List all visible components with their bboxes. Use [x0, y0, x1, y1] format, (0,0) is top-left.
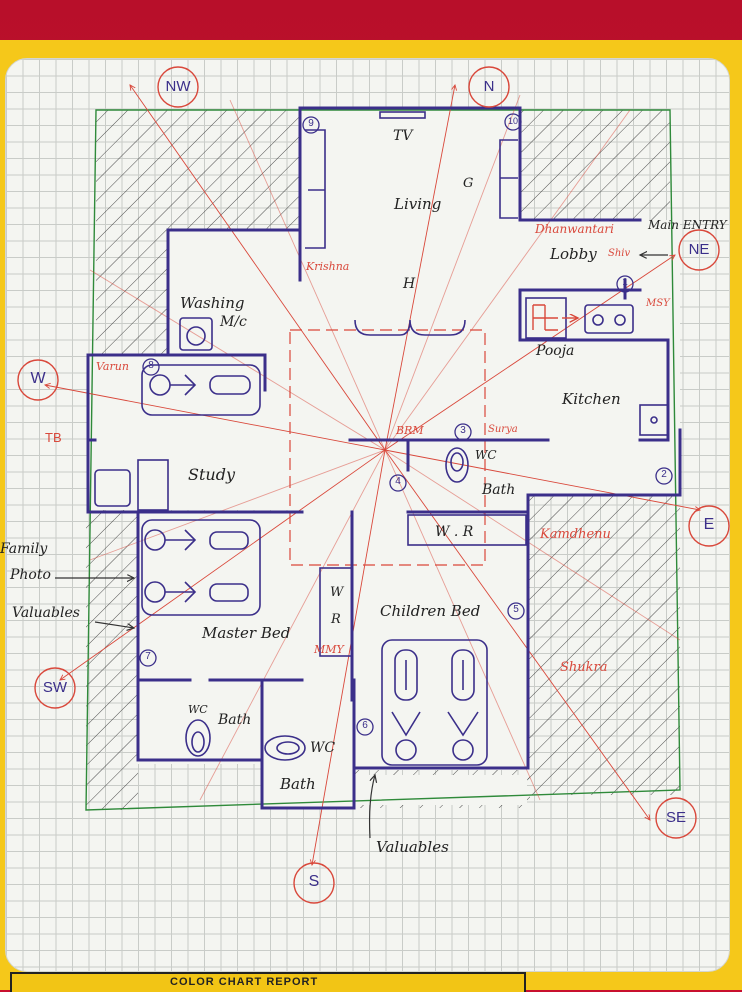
- washing-machine: [179, 317, 213, 351]
- label-wr: W . R: [435, 524, 474, 540]
- label-master-bed: Master Bed: [202, 624, 291, 642]
- label-h: H: [403, 276, 416, 292]
- black-arrows: [55, 255, 668, 839]
- direction-nw: NW: [165, 78, 191, 95]
- label-tv: TV: [393, 128, 413, 144]
- wc-mid-toilet: [264, 735, 306, 761]
- master-bed: [141, 519, 261, 616]
- marker-6: 6: [362, 720, 368, 731]
- marker-1: 1: [622, 277, 628, 288]
- label-varun: Varun: [96, 360, 129, 373]
- label-bath-top: Bath: [482, 482, 516, 498]
- direction-rays: [45, 85, 700, 865]
- pooja-symbol: [532, 304, 558, 331]
- sofa-left: [305, 129, 326, 249]
- label-kamdhenu: Kamdhenu: [540, 527, 611, 542]
- direction-se: SE: [665, 809, 686, 826]
- label-mmy: MMY: [314, 643, 344, 656]
- label-washing: Washing: [180, 294, 245, 312]
- label-shiv: Shiv: [608, 248, 631, 259]
- marker-9: 9: [308, 118, 314, 129]
- kitchen-sink: [639, 404, 669, 436]
- direction-ne: NE: [688, 241, 710, 258]
- marker-10: 10: [507, 116, 518, 126]
- label-shukra: Shukra: [560, 660, 608, 675]
- label-wc-left: WC: [188, 703, 208, 716]
- direction-circles: [17, 66, 730, 904]
- walls: [86, 106, 682, 810]
- stove: [584, 304, 634, 334]
- label-surya: Surya: [488, 424, 518, 435]
- label-photo: Photo: [10, 567, 51, 583]
- marker-4: 4: [395, 476, 401, 487]
- plot-boundary: [85, 109, 681, 811]
- label-washing-mc: M/c: [220, 314, 247, 330]
- marker-2: 2: [661, 469, 667, 480]
- sofa-right: [499, 139, 518, 219]
- room-fills: [88, 110, 680, 808]
- wc-left-toilet: [185, 719, 211, 757]
- label-g: G: [463, 176, 474, 191]
- label-dhanvantari: Dhanwantari: [535, 222, 614, 236]
- study-chair: [94, 469, 131, 507]
- label-krishna: Krishna: [306, 260, 350, 273]
- label-brm: BRM: [396, 424, 424, 437]
- label-pooja: Pooja: [536, 343, 575, 359]
- marker-7: 7: [145, 651, 151, 662]
- label-valuables-left: Valuables: [12, 605, 80, 621]
- wardrobe: [319, 567, 353, 657]
- label-study: Study: [188, 465, 235, 484]
- label-bath-left: Bath: [218, 712, 252, 728]
- footer-title: COLOR CHART REPORT: [170, 976, 319, 988]
- tv-unit: [379, 111, 426, 119]
- footer-banner: [10, 972, 526, 992]
- direction-n: N: [483, 78, 495, 95]
- red-marks: [532, 304, 578, 331]
- label-w: W: [330, 585, 344, 600]
- wardrobe-children: [407, 514, 527, 546]
- label-bath-mid: Bath: [280, 775, 316, 793]
- label-msy: MSY: [646, 298, 670, 309]
- label-living: Living: [394, 195, 442, 213]
- direction-s: S: [308, 873, 320, 890]
- marker-3: 3: [460, 425, 466, 436]
- label-main-entry: Main ENTRY: [648, 218, 727, 232]
- label-r: R: [331, 612, 341, 627]
- direction-e: E: [703, 516, 715, 533]
- marker-circles: [139, 113, 673, 736]
- label-children-bed: Children Bed: [380, 602, 481, 620]
- label-wc-mid: WC: [310, 740, 336, 756]
- label-lobby: Lobby: [550, 245, 597, 263]
- label-valuables-bottom: Valuables: [376, 838, 449, 856]
- marker-5: 5: [513, 604, 519, 615]
- direction-sw: SW: [42, 679, 68, 696]
- children-bed: [381, 639, 488, 766]
- marker-8: 8: [148, 360, 154, 371]
- study-table: [137, 459, 169, 511]
- bed-varun: [141, 364, 261, 416]
- wc-top-toilet: [445, 447, 469, 483]
- label-wc-top: WC: [475, 448, 497, 462]
- brahmasthan-zone: [289, 329, 486, 566]
- label-family: Family: [0, 541, 48, 557]
- furniture: [94, 111, 669, 766]
- label-kitchen: Kitchen: [562, 390, 621, 408]
- direction-w: W: [30, 370, 46, 387]
- dining-table: [354, 319, 466, 336]
- label-tb: TB: [45, 430, 62, 445]
